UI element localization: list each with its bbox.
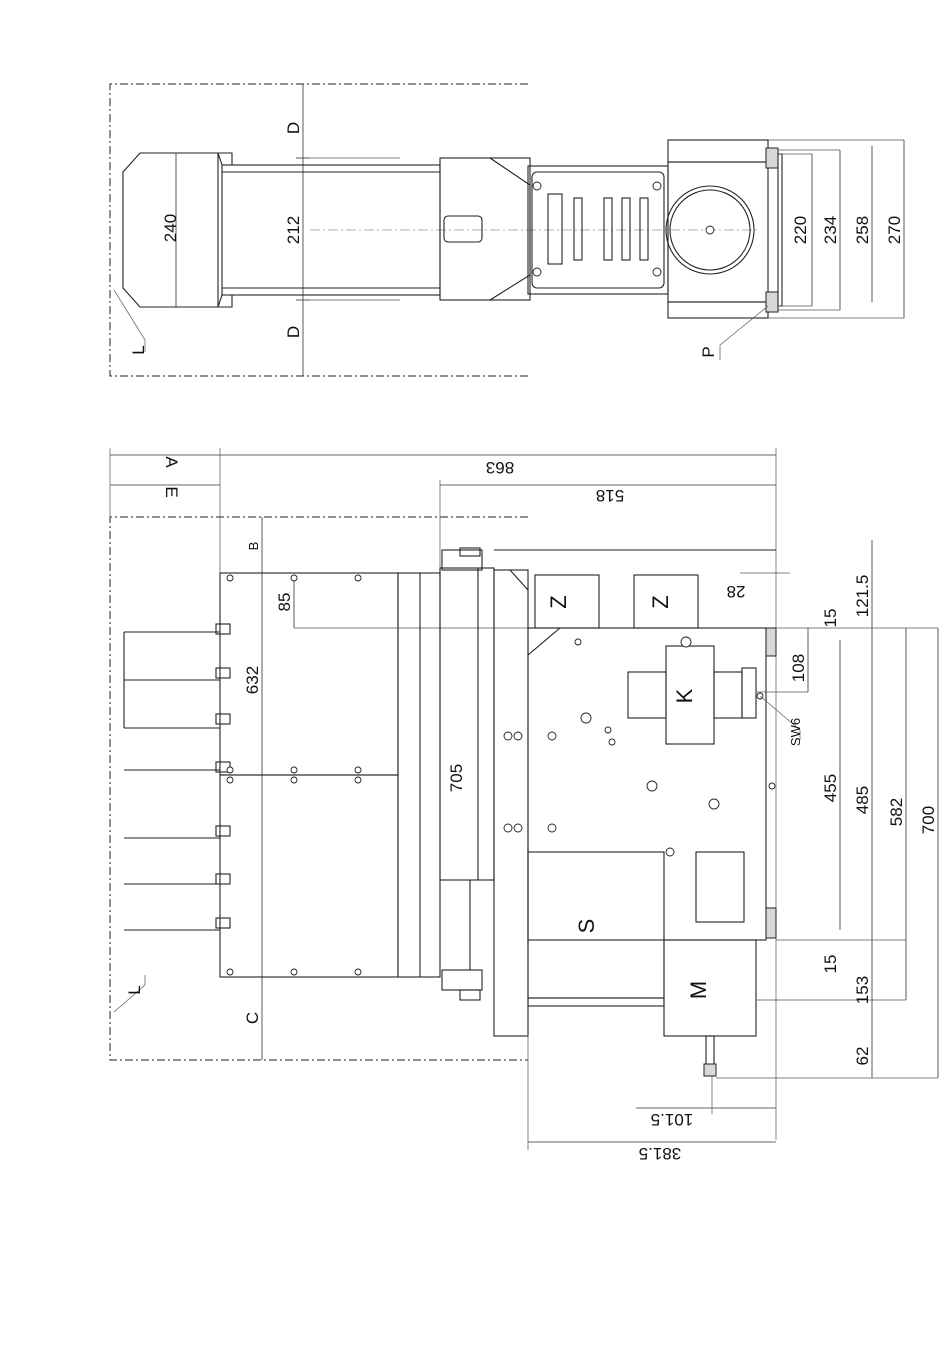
dim-121-5: 121.5 [853, 575, 872, 618]
dim-15-bottom: 15 [821, 955, 840, 974]
dim-28: 28 [727, 582, 746, 601]
dim-b: B [246, 542, 261, 551]
dim-85: 85 [275, 593, 294, 612]
dim-381-5: 381.5 [639, 1144, 682, 1163]
dim-240: 240 [161, 214, 180, 242]
dim-863: 863 [486, 458, 514, 477]
dim-c: C [243, 1012, 262, 1024]
dim-632: 632 [243, 666, 262, 694]
label-sw6: SW6 [788, 718, 803, 746]
top-view: D 212 D 240 220 234 258 270 L P [110, 84, 904, 376]
label-z-1: Z [546, 595, 571, 608]
dim-e: E [162, 486, 181, 497]
label-k: K [672, 688, 697, 703]
dim-153: 153 [853, 976, 872, 1004]
dim-455: 455 [821, 774, 840, 802]
rail-705 [440, 568, 494, 880]
dim-108: 108 [789, 654, 808, 682]
front-view: A E 863 518 B C 85 632 705 28 121.5 15 1… [110, 448, 938, 1163]
label-l-front: L [125, 985, 144, 994]
dim-485: 485 [853, 786, 872, 814]
label-p: P [699, 346, 718, 357]
label-s: S [574, 919, 599, 934]
dim-62: 62 [853, 1047, 872, 1066]
dim-a: A [162, 456, 181, 468]
dim-220: 220 [791, 216, 810, 244]
dim-582: 582 [887, 798, 906, 826]
dim-234: 234 [821, 216, 840, 244]
dim-d-top: D [284, 122, 303, 134]
label-m: M [686, 981, 711, 999]
dim-270: 270 [885, 216, 904, 244]
dim-15-top: 15 [821, 609, 840, 628]
dim-705: 705 [447, 764, 466, 792]
dim-212: 212 [284, 216, 303, 244]
dim-518: 518 [596, 486, 624, 505]
label-z-2: Z [648, 595, 673, 608]
dim-258: 258 [853, 216, 872, 244]
label-l-top: L [129, 345, 148, 354]
lower-plate [220, 775, 398, 977]
dim-101-5: 101.5 [651, 1110, 694, 1129]
dim-700: 700 [919, 806, 938, 834]
dim-d-bottom: D [284, 326, 303, 338]
